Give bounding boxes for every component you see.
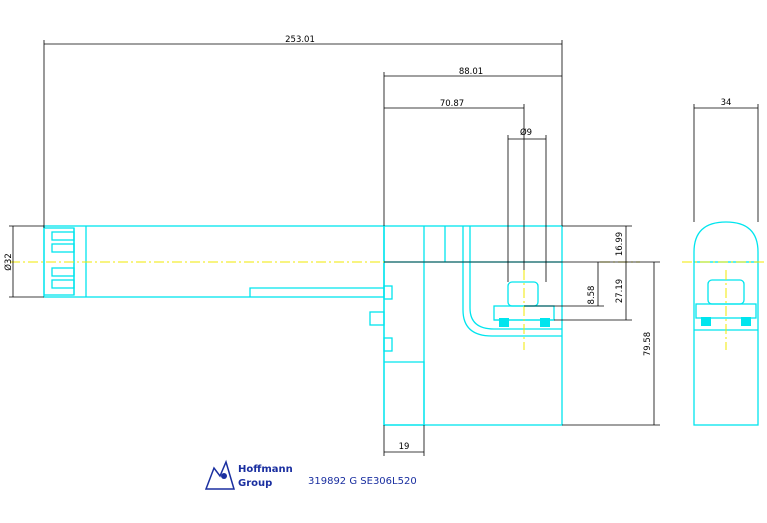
dim-overall-length: 253.01 [285, 35, 315, 45]
dim-height-a: 16.99 [615, 232, 625, 256]
dim-length-3: 70.87 [440, 99, 464, 109]
dim-bore-dia: Ø9 [520, 127, 532, 138]
dimension-labels: 253.01 88.01 70.87 Ø9 Ø32 34 16.99 27.19… [3, 35, 731, 452]
logo-line-1: Hoffmann [238, 464, 293, 475]
dimension-lines [9, 40, 759, 456]
company-logo: Hoffmann Group [204, 459, 293, 490]
dim-base-width: 19 [399, 442, 410, 452]
knurled-end [43, 227, 75, 296]
part-number: 319892 G SE306L520 [308, 476, 417, 487]
centerlines [10, 261, 764, 350]
dim-length-2: 88.01 [459, 67, 483, 77]
dim-width: 34 [721, 98, 732, 108]
main-block [369, 225, 563, 426]
side-view [43, 225, 563, 426]
shank-step [249, 287, 384, 297]
end-view [693, 221, 759, 426]
dim-shank-dia: Ø32 [3, 253, 14, 271]
logo-line-2: Group [238, 478, 272, 489]
dim-height-total: 79.58 [643, 332, 653, 356]
dim-height-b: 27.19 [615, 279, 625, 303]
dim-height-c: 8.58 [587, 286, 597, 305]
